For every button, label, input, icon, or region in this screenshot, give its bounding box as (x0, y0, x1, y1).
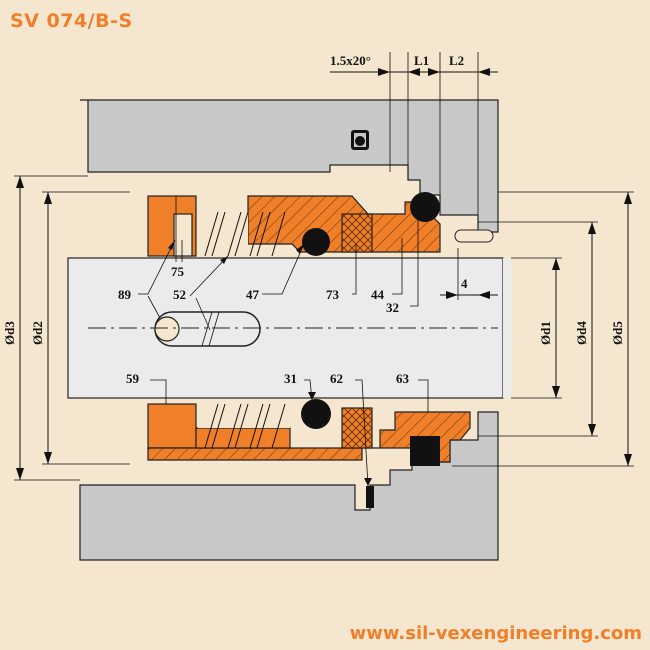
gland-ring-top-hatch (342, 214, 372, 252)
part-47: 47 (246, 287, 260, 302)
shaft-step (503, 258, 511, 398)
dimension-d2 (42, 191, 130, 465)
part-62: 62 (330, 371, 343, 386)
drawing-title: SV 074/B-S (10, 10, 133, 32)
dimension-d4 (478, 221, 598, 437)
bottom-gasket (410, 436, 440, 466)
dimension-d5 (452, 191, 634, 467)
dimension-d1 (511, 257, 562, 399)
o-ring-31 (301, 399, 331, 429)
bottom-pin-block (366, 486, 374, 508)
part-63: 63 (396, 371, 410, 386)
collar-gap (173, 213, 193, 257)
spring-top (198, 211, 286, 257)
part-89: 89 (118, 287, 132, 302)
label-d2: Ød2 (30, 321, 45, 345)
drive-collar-bottom (147, 403, 197, 449)
dimension-d3 (14, 175, 88, 481)
part-32: 32 (386, 300, 399, 315)
leader-lines (138, 196, 429, 487)
label-d1: Ød1 (538, 321, 553, 345)
label-chamfer: 1.5x20° (330, 53, 371, 68)
website-link[interactable]: www.sil-vexengineering.com (349, 623, 642, 644)
dimension-top (330, 52, 498, 215)
part-59: 59 (126, 371, 140, 386)
label-four: 4 (461, 276, 468, 291)
dimension-four (440, 248, 498, 300)
label-l1: L1 (414, 53, 429, 68)
part-52: 52 (173, 287, 186, 302)
label-d3: Ød3 (2, 321, 17, 345)
slot-spring-line-2 (208, 311, 220, 347)
slot-spring-line-1 (201, 311, 213, 347)
label-l2: L2 (449, 53, 464, 68)
spring-bottom (198, 403, 290, 449)
shaft-slot-hole (154, 316, 180, 342)
anti-rotation-pin (454, 229, 494, 243)
part-31: 31 (284, 371, 297, 386)
o-ring-housing-dot (355, 136, 365, 146)
label-d4: Ød4 (574, 321, 589, 345)
o-ring-32 (410, 192, 440, 222)
part-73: 73 (326, 287, 340, 302)
o-ring-47 (302, 228, 330, 256)
part-44: 44 (371, 287, 385, 302)
part-75: 75 (171, 264, 185, 279)
gland-ring-bottom-hatch (342, 408, 372, 448)
label-d5: Ød5 (610, 321, 625, 345)
hatch-bottom (148, 412, 470, 462)
